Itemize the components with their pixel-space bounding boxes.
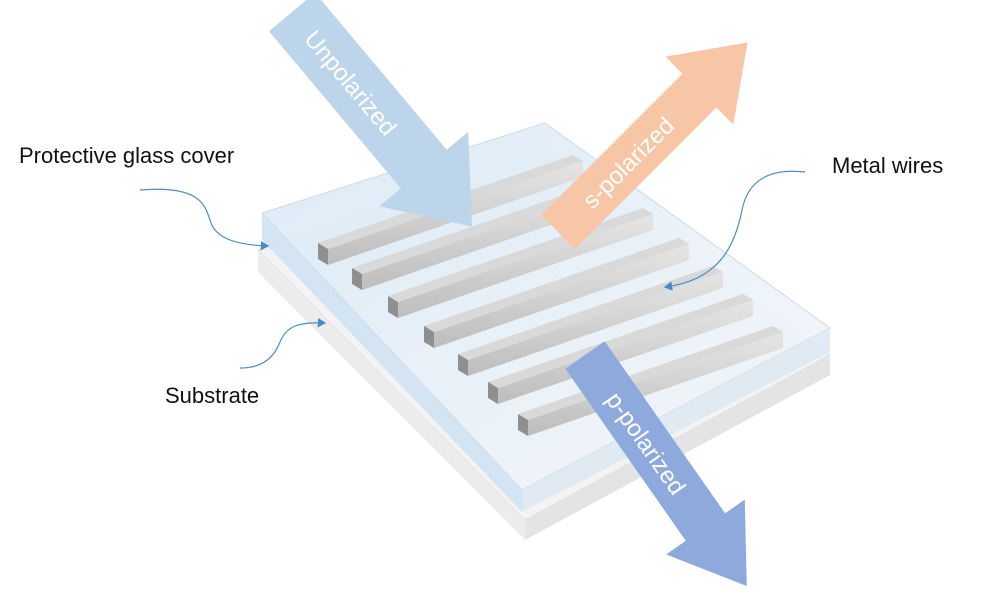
p-polarized-arrow-shape [565,341,747,587]
glass-callout-line [139,188,270,251]
wire-side [434,244,689,348]
wire-top [458,266,723,360]
wire-top [488,294,753,388]
metal-wires-label: Metal wires [832,153,944,178]
wire-end [518,414,528,436]
wire-top [518,326,783,420]
wire-side [468,272,723,376]
unpolarized-arrow-shape [269,0,472,227]
glass-cover-label: Protective glass cover [19,143,235,168]
wire-end [488,382,498,404]
substrate-callout-line [239,317,327,369]
s-polarized-arrow-shape [541,42,748,249]
wire-top [352,180,617,274]
wire-end [458,354,468,376]
metal-wire [518,326,783,436]
wire-side [398,214,653,318]
wire-end [352,268,362,290]
metal-wire [458,266,723,376]
substrate-label: Substrate [165,383,260,408]
metal-wires [318,155,783,436]
wire-end [424,326,434,348]
wires-callout-line [663,170,806,291]
wire-side [528,332,783,436]
wire-side [498,300,753,404]
wire-end [318,243,328,265]
wire-end [388,296,398,318]
metal-wire [424,238,689,348]
wire-top [424,238,689,332]
metal-wire [488,294,753,404]
